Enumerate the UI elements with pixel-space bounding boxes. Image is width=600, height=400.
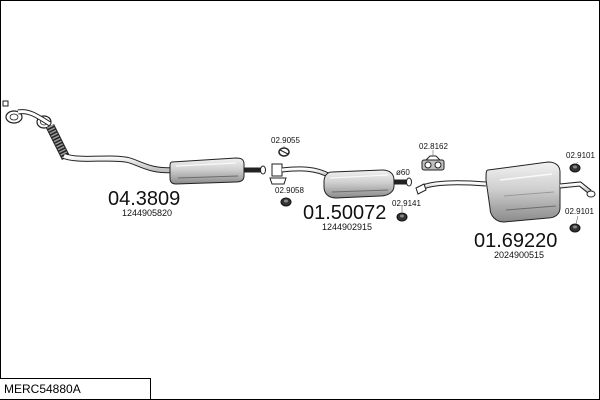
accessory-code-6: 02.9101	[565, 207, 594, 216]
pipe-diameter-label: ø60	[396, 168, 410, 177]
part-code-3: 01.69220	[474, 230, 558, 252]
part-ref-2: 1244902915	[322, 222, 373, 232]
rear-silencer	[415, 161, 596, 223]
accessory-code-1: 02.9055	[271, 136, 300, 145]
model-code: MERC54880A	[4, 382, 81, 396]
hanger-02-8162	[421, 155, 445, 171]
accessory-code-2: 02.9058	[275, 186, 304, 195]
accessory-code-4: 02.8162	[419, 142, 448, 151]
hanger-02-9101-bottom	[569, 223, 581, 233]
clamp-02-9055	[278, 147, 290, 157]
part-ref-1: 1244905820	[122, 208, 173, 218]
front-pipe-catalyst	[2, 100, 266, 185]
hanger-02-9101-top	[569, 163, 581, 173]
catalyst-body	[169, 157, 245, 185]
flex-section	[45, 123, 71, 161]
model-code-box: MERC54880A	[0, 378, 151, 399]
part-ref-3: 2024900515	[494, 250, 545, 260]
hanger-02-9141	[396, 212, 408, 222]
accessory-code-3: 02.9141	[392, 199, 421, 208]
clamp-02-9058	[280, 197, 292, 207]
part-code-2: 01.50072	[303, 202, 387, 224]
part-code-1: 04.3809	[108, 188, 181, 210]
accessory-code-5: 02.9101	[566, 151, 595, 160]
centre-silencer-body	[323, 169, 395, 199]
leader-lines	[283, 146, 579, 225]
intermediate-pipe-silencer	[269, 163, 412, 199]
flange-square	[2, 100, 9, 107]
